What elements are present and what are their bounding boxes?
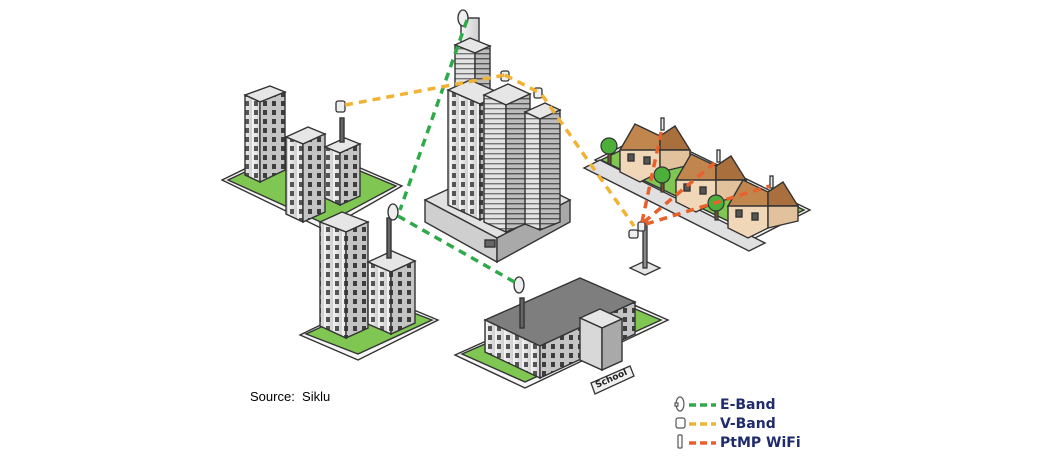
wifi-access-point-icon: [677, 434, 683, 449]
school-sign-text: School: [594, 368, 629, 391]
e-band-links: [397, 19, 519, 286]
dish-antenna-icon: [674, 396, 685, 412]
legend-label-e-band: E-Band: [720, 397, 776, 413]
ptmp-wifi-link: [640, 127, 664, 223]
ptmp-wifi-links: [640, 127, 771, 226]
house: [618, 123, 692, 183]
e-band-link: [397, 214, 519, 286]
legend-item-e-band: E-Band: [672, 395, 822, 414]
school-building: [453, 277, 670, 389]
house: [726, 179, 800, 239]
dish-antenna-icon: [513, 276, 525, 294]
ptmp-wifi-link: [645, 184, 771, 226]
office-buildings-lower-left: [298, 211, 440, 361]
legend-item-ptmp-wifi: PtMP WiFi: [672, 433, 822, 452]
dish-antenna-icon: [387, 203, 399, 221]
school-sign: School: [590, 365, 635, 395]
legend: E-Band V-Band PtMP WiFi: [672, 395, 822, 452]
house: [674, 153, 748, 213]
street-pole: [628, 221, 662, 276]
legend-item-v-band: V-Band: [672, 414, 822, 433]
v-band-link: [540, 93, 636, 228]
source-caption: Source: Siklu: [250, 389, 331, 404]
radio-unit-icon: [335, 100, 346, 113]
office-buildings-left: [220, 85, 404, 231]
wifi-access-point-icon: [660, 117, 774, 189]
v-band-link: [504, 73, 539, 94]
radio-unit-icon: [675, 417, 686, 429]
skyscraper-complex: [423, 17, 572, 264]
e-band-link: [398, 19, 469, 211]
v-band-links: [344, 73, 636, 228]
legend-label-ptmp-wifi: PtMP WiFi: [720, 435, 801, 451]
legend-label-v-band: V-Band: [720, 416, 776, 432]
ptmp-wifi-link: [642, 158, 720, 224]
